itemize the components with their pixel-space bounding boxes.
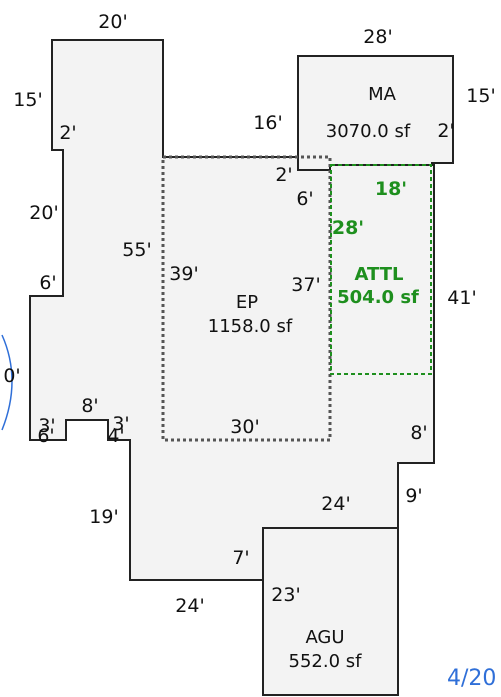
dim-step-upper: 2' [59,122,76,144]
dim-attl-top: 18' [375,178,407,200]
ma-sf: 3070.0 sf [326,121,411,142]
dim-notch-down-left: 6' [37,425,54,447]
dim-right-lower: 9' [405,485,422,507]
dim-right-long: 41' [447,287,476,309]
dim-ep-right: 37' [291,274,320,296]
attl-room [330,164,432,375]
dim-left-mid: 20' [29,202,58,224]
dim-left-upper: 15' [13,89,42,111]
ep-name: EP [236,292,258,313]
dim-ma-step-left: 2' [275,164,292,186]
dim-lower-left: 19' [89,506,118,528]
dim-bottom-left: 24' [175,595,204,617]
dim-attl-left: 28' [332,217,364,239]
ma-name: MA [368,84,397,105]
dim-ep-bottom: 30' [230,416,259,438]
dim-top-left-width: 20' [98,11,127,33]
attl-name: ATTL [355,264,404,285]
dim-ep-inner-left: 39' [169,263,198,285]
agu-name: AGU [305,627,344,648]
dim-ma-step-right: 2' [437,120,454,142]
dim-ma-drop: 6' [296,188,313,210]
agu-room [262,527,399,696]
dim-agu-top: 7' [232,547,249,569]
ink-arc [1,334,13,431]
ink-annotation: 4/20 [447,666,496,691]
ma-room [297,55,454,171]
dim-ep-left: 55' [122,239,151,261]
ep-sf: 1158.0 sf [208,316,293,337]
dim-mid-lower: 24' [321,493,350,515]
dim-left-edge: 0' [3,365,20,387]
dim-notch-top: 8' [81,395,98,417]
dim-notch-down-right: 4' [107,425,124,447]
dim-notch-left: 3' [38,415,55,437]
dim-agu-side: 23' [271,584,300,606]
dim-right-step: 8' [410,422,427,444]
dim-ma-right: 15' [466,85,495,107]
dim-ma-top: 28' [363,26,392,48]
attl-sf: 504.0 sf [337,287,419,308]
agu-sf: 552.0 sf [289,651,363,672]
dim-ma-left: 16' [253,112,282,134]
dim-step-mid: 6' [39,272,56,294]
dim-notch-right: 3' [112,413,129,435]
